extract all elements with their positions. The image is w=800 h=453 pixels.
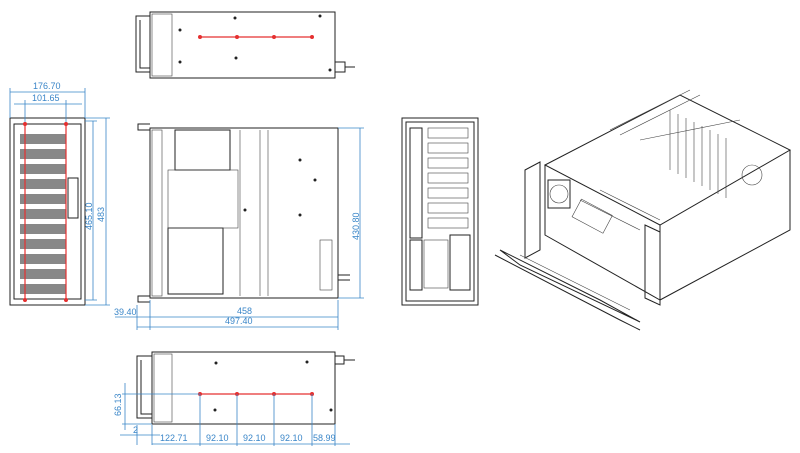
dim-side-handle-offset: 39.40	[114, 307, 137, 317]
dim-front-width-outer: 176.70	[33, 81, 61, 91]
dim-front-width-inner: 101.65	[32, 93, 60, 103]
dim-bottom-spacing-4: 92.10	[280, 433, 303, 443]
dim-side-depth-total: 497.40	[225, 316, 253, 326]
front-view: 176.70 101.65 465.10 483	[9, 81, 110, 306]
dim-front-height-outer: 483	[96, 207, 106, 222]
vent-row	[20, 209, 66, 219]
isometric-view	[494, 89, 792, 331]
dim-bottom-offset: 2	[133, 425, 138, 435]
dim-bottom-spacing-3: 92.10	[243, 433, 266, 443]
vent-row	[20, 239, 66, 249]
rear-view	[401, 117, 479, 306]
top-view	[135, 11, 355, 79]
expansion-slot	[427, 127, 469, 139]
expansion-slot	[427, 172, 469, 184]
bottom-view: 66.13 2 122.71 92.10 92.10 92.10 58.99	[113, 351, 355, 446]
dim-bottom-spacing-5: 58.99	[313, 433, 336, 443]
isometric-slot-brackets	[669, 110, 727, 198]
expansion-slot	[427, 187, 469, 199]
expansion-slot	[427, 202, 469, 214]
expansion-slot	[427, 217, 469, 229]
side-view: 430.80 458 497.40 39.40	[114, 123, 364, 330]
vent-row	[20, 254, 66, 264]
vent-row	[20, 134, 66, 144]
expansion-slot	[427, 142, 469, 154]
dim-front-height-inner: 465.10	[84, 202, 94, 230]
front-vent-grille	[20, 134, 66, 294]
vent-row	[20, 149, 66, 159]
dim-bottom-spacing-2: 92.10	[206, 433, 229, 443]
dim-bottom-height: 66.13	[113, 393, 123, 416]
rear-expansion-slots	[427, 127, 469, 229]
vent-row	[20, 284, 66, 294]
vent-row	[20, 194, 66, 204]
vent-row	[20, 164, 66, 174]
vent-row	[20, 224, 66, 234]
dim-side-height: 430.80	[351, 212, 361, 240]
vent-row	[20, 179, 66, 189]
dim-side-depth-body: 458	[237, 306, 252, 316]
dim-bottom-spacing-1: 122.71	[160, 433, 188, 443]
vent-row	[20, 269, 66, 279]
expansion-slot	[427, 157, 469, 169]
